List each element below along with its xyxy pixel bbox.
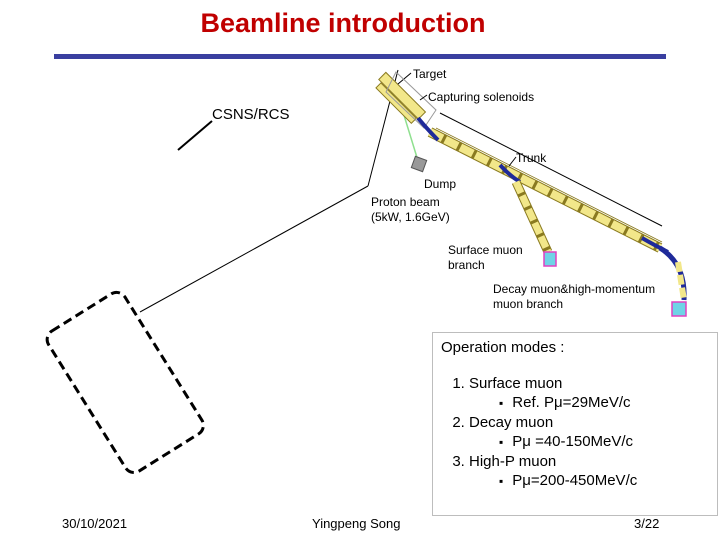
decay-end-detector (671, 301, 687, 317)
rcs-pointer (177, 120, 213, 151)
decay-branch-magnets (675, 261, 687, 301)
transport-line (139, 185, 369, 313)
title-underline (54, 54, 666, 59)
mode-label: Surface muon (469, 375, 563, 392)
mode-sub: Ref. Pμ=29MeV/c (499, 393, 717, 413)
slide-title: Beamline introduction (200, 8, 486, 38)
surface-label-1: Surface muon (448, 243, 523, 257)
rcs-ring (45, 290, 205, 474)
operation-modes-list: Surface muon Ref. Pμ=29MeV/c Decay muon … (441, 374, 717, 491)
mode-label: Decay muon (469, 414, 554, 431)
operation-modes-box: Operation modes : Surface muon Ref. Pμ=2… (432, 332, 718, 516)
footer-page-number: 3/22 (634, 516, 660, 531)
operation-modes-heading: Operation modes : (441, 339, 565, 356)
capturing-pointer (419, 94, 428, 101)
footer-date: 30/10/2021 (62, 516, 128, 531)
decay-label-2: muon branch (493, 297, 563, 311)
rcs-label: CSNS/RCS (212, 106, 290, 123)
mode-sub: Pμ =40-150MeV/c (499, 432, 717, 452)
dump-label: Dump (424, 177, 456, 191)
surface-end-detector (543, 251, 557, 267)
trunk-pointer (508, 156, 517, 167)
mode-item: Surface muon Ref. Pμ=29MeV/c (469, 374, 717, 413)
target-pointer (397, 72, 412, 85)
mode-label: High-P muon (469, 453, 557, 470)
mode-item: High-P muon Pμ=200-450MeV/c (469, 452, 717, 491)
mode-sub: Pμ=200-450MeV/c (499, 471, 717, 491)
mode-item: Decay muon Pμ =40-150MeV/c (469, 413, 717, 452)
trunk-coil-1 (416, 116, 440, 142)
dump-block (410, 155, 428, 173)
decay-label-1: Decay muon&high-momentum (493, 282, 655, 296)
trunk-label: Trunk (516, 151, 547, 165)
surface-label-2: branch (448, 258, 485, 272)
surface-branch (511, 180, 553, 254)
footer-author: Yingpeng Song (312, 516, 401, 531)
proton-label-1: Proton beam (371, 195, 440, 209)
proton-label-2: (5kW, 1.6GeV) (371, 210, 450, 224)
trunk-dimension-line (439, 112, 663, 227)
target-label: Target (413, 67, 447, 81)
trunk-line (427, 127, 663, 253)
capturing-label: Capturing solenoids (428, 90, 534, 104)
